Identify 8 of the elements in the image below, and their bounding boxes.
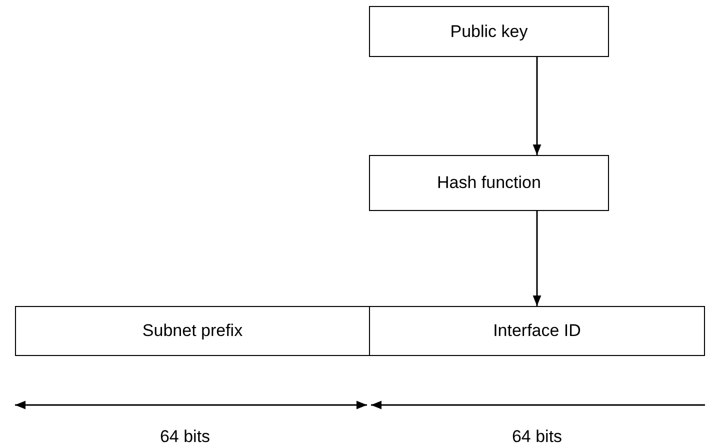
dimension-label: 64 bits bbox=[160, 427, 210, 447]
process-box: Hash function bbox=[369, 155, 609, 211]
dimension-label: 64 bits bbox=[512, 427, 562, 447]
process-box: Subnet prefix bbox=[15, 306, 370, 356]
process-box: Interface ID bbox=[369, 306, 705, 356]
arrow bbox=[532, 211, 542, 306]
process-box: Public key bbox=[369, 6, 609, 57]
arrow bbox=[532, 57, 542, 155]
